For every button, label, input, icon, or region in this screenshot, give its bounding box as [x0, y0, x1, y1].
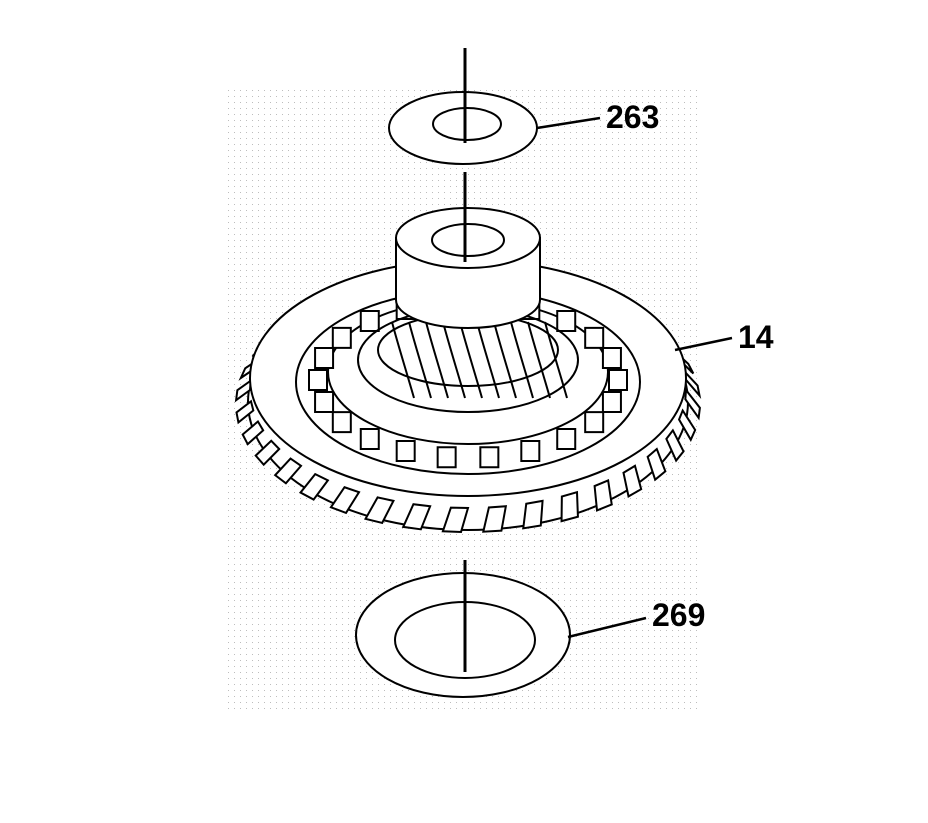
leader-263: [536, 116, 601, 130]
dog-tooth: [556, 310, 577, 333]
washer-263: [388, 91, 538, 165]
gear-tooth: [482, 505, 508, 533]
dog-tooth: [556, 427, 577, 450]
gear-tooth: [684, 387, 701, 421]
callout-263: 263: [606, 99, 659, 135]
dog-tooth: [359, 427, 380, 450]
dog-teeth: [308, 291, 628, 469]
gear-tooth: [273, 457, 303, 485]
gear-tooth: [665, 428, 685, 463]
leader-14: [674, 336, 733, 352]
dog-tooth: [314, 390, 335, 413]
gear-tooth: [401, 503, 432, 531]
spline-stroke: [408, 321, 432, 399]
gear-tooth: [622, 464, 643, 498]
dog-tooth: [608, 369, 628, 391]
spline-stroke: [425, 321, 449, 399]
gear-tooth: [593, 478, 613, 512]
leader-lines: [536, 116, 733, 639]
dog-tooth: [359, 310, 380, 333]
callout-269: 269: [652, 597, 705, 633]
dog-tooth: [584, 326, 605, 349]
gear-tooth: [298, 472, 330, 501]
dog-tooth: [601, 347, 622, 370]
gear-tooth: [254, 439, 281, 467]
gear-tooth: [560, 490, 579, 523]
bushing-bore: [431, 223, 505, 257]
washer-269: [355, 572, 571, 698]
spline-stroke: [510, 321, 534, 399]
dog-tooth: [314, 347, 335, 370]
dog-tooth: [436, 446, 457, 469]
dog-tooth: [520, 439, 541, 462]
dog-tooth: [584, 411, 605, 434]
dog-tooth: [601, 390, 622, 413]
leader-269: [567, 616, 647, 639]
washer-263-inner: [432, 107, 502, 141]
gear-tooth: [646, 447, 667, 482]
gear-tooth: [522, 499, 544, 530]
spline-stroke: [493, 321, 517, 399]
gear-tooth: [329, 486, 361, 515]
gear-tooth: [677, 408, 697, 442]
spline-stroke: [442, 321, 466, 399]
bushing: [395, 207, 541, 329]
gear-tooth: [235, 399, 255, 425]
dog-tooth: [479, 446, 500, 469]
gear-tooth: [363, 496, 395, 525]
dog-tooth: [308, 369, 328, 391]
dog-tooth: [331, 326, 352, 349]
callout-14: 14: [738, 319, 774, 355]
gear-tooth: [441, 506, 470, 533]
helical-gear: [234, 259, 702, 533]
dog-tooth: [395, 439, 416, 462]
gear-tooth: [241, 420, 265, 446]
spline-stroke: [527, 321, 551, 399]
dog-tooth: [331, 411, 352, 434]
